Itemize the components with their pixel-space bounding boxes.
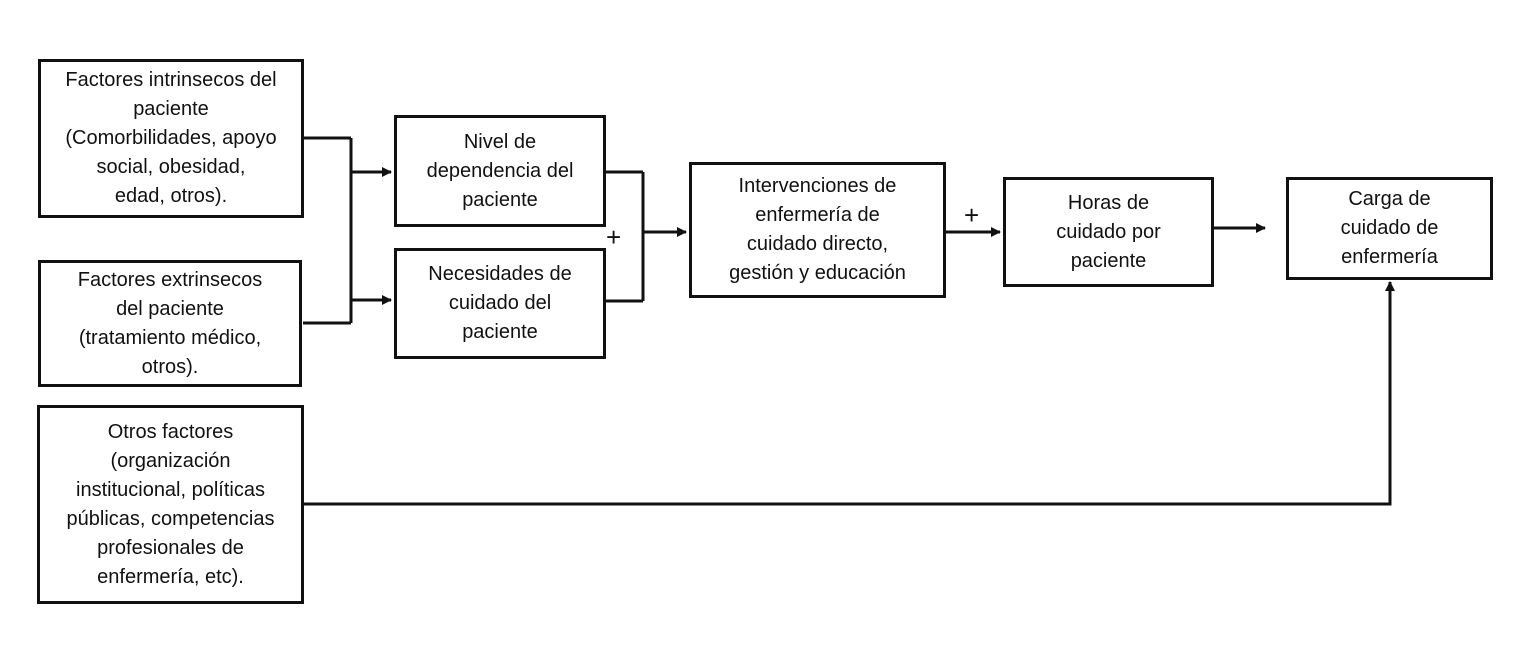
node-line: Intervenciones de bbox=[738, 175, 897, 197]
node-line: paciente bbox=[1070, 249, 1147, 272]
node-line: (tratamiento médico, bbox=[78, 326, 262, 349]
node-dependency-level: Nivel de dependencia del paciente bbox=[394, 115, 606, 227]
node-line: otros). bbox=[141, 355, 199, 378]
node-nursing-interventions: Intervenciones de enfermería de cuidado … bbox=[689, 162, 946, 298]
node-line: paciente bbox=[462, 321, 538, 343]
node-line: cuidado de bbox=[1340, 217, 1439, 239]
plus-operator: + bbox=[964, 200, 980, 230]
node-line: enfermería, etc). bbox=[97, 565, 244, 588]
node-line: dependencia del bbox=[426, 159, 574, 182]
node-line: Horas de bbox=[1067, 191, 1150, 214]
node-line: profesionales de bbox=[97, 536, 244, 559]
plus-operator: + bbox=[606, 222, 622, 252]
node-line: enfermería bbox=[1341, 246, 1438, 268]
node-care-hours: Horas de cuidado por paciente bbox=[1003, 177, 1214, 287]
node-line: Factores extrinsecos bbox=[77, 268, 263, 291]
node-extrinsic-factors: Factores extrinsecos del paciente (trata… bbox=[38, 260, 302, 387]
node-line: institucional, políticas bbox=[76, 478, 265, 501]
node-line: del paciente bbox=[116, 297, 224, 320]
node-line: enfermería de bbox=[755, 204, 880, 226]
arrow-other-to-burden bbox=[303, 281, 1395, 506]
node-line: edad, otros). bbox=[114, 185, 228, 207]
node-line: Factores intrinsecos del bbox=[65, 69, 277, 91]
node-line: (Comorbilidades, apoyo bbox=[65, 127, 277, 149]
node-line: (organización bbox=[110, 449, 231, 472]
node-line: Necesidades de bbox=[428, 263, 572, 285]
node-line: paciente bbox=[133, 98, 209, 120]
node-line: públicas, competencias bbox=[66, 507, 275, 530]
node-line: cuidado por bbox=[1056, 220, 1161, 243]
node-line: social, obesidad, bbox=[96, 156, 246, 178]
node-line: Nivel de bbox=[463, 130, 537, 153]
node-line: paciente bbox=[462, 188, 538, 211]
node-nursing-burden: Carga de cuidado de enfermería bbox=[1286, 177, 1493, 280]
node-care-needs: Necesidades de cuidado del paciente bbox=[394, 248, 606, 359]
node-line: cuidado directo, bbox=[746, 233, 889, 255]
node-line: cuidado del bbox=[448, 292, 552, 314]
node-line: gestión y educación bbox=[729, 262, 906, 284]
node-line: Carga de bbox=[1348, 188, 1431, 210]
node-line: Otros factores bbox=[107, 420, 234, 443]
node-other-factors: Otros factores (organización institucion… bbox=[37, 405, 304, 604]
node-intrinsic-factors: Factores intrinsecos del paciente (Comor… bbox=[38, 59, 304, 218]
